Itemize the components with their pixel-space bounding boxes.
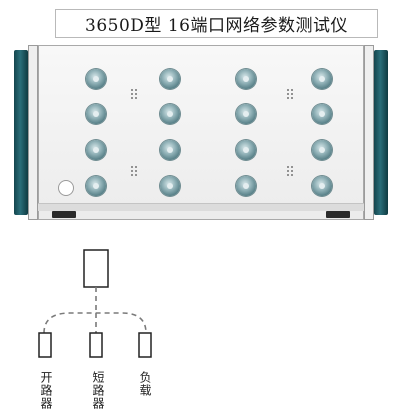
test-port-5[interactable] <box>160 69 180 89</box>
test-port-1[interactable] <box>86 69 106 89</box>
branch-line <box>43 312 147 334</box>
test-port-6[interactable] <box>160 104 180 124</box>
test-port-4[interactable] <box>86 176 106 196</box>
open-standard-icon <box>38 332 52 358</box>
test-port-8[interactable] <box>160 176 180 196</box>
test-port-3[interactable] <box>86 140 106 160</box>
test-port-10[interactable] <box>236 104 256 124</box>
panel-bottom-strip <box>38 203 364 211</box>
test-port-14[interactable] <box>312 104 332 124</box>
indicator-dots <box>286 88 294 100</box>
left-rack-handle-icon <box>14 50 28 215</box>
test-port-2[interactable] <box>86 104 106 124</box>
diagram-title: 3650D型 16端口网络参数测试仪 <box>55 9 378 38</box>
indicator-dots <box>130 165 138 177</box>
load-standard-icon <box>138 332 152 358</box>
test-port-15[interactable] <box>312 140 332 160</box>
indicator-dots <box>286 165 294 177</box>
calibration-adapter-icon <box>83 249 109 288</box>
short-standard-label: 短路器 <box>91 371 105 410</box>
left-rack-bracket <box>28 45 38 220</box>
left-foot <box>52 211 76 218</box>
indicator-dots <box>130 88 138 100</box>
test-port-11[interactable] <box>236 140 256 160</box>
test-port-13[interactable] <box>312 69 332 89</box>
power-button-icon[interactable] <box>58 180 74 196</box>
open-standard-label: 开路器 <box>39 371 53 410</box>
load-standard-label: 负载 <box>138 371 152 397</box>
short-standard-icon <box>89 332 103 358</box>
test-port-12[interactable] <box>236 176 256 196</box>
test-port-16[interactable] <box>312 176 332 196</box>
test-port-7[interactable] <box>160 140 180 160</box>
right-rack-handle-icon <box>374 50 388 215</box>
right-rack-bracket <box>364 45 374 220</box>
test-port-9[interactable] <box>236 69 256 89</box>
right-foot <box>326 211 350 218</box>
